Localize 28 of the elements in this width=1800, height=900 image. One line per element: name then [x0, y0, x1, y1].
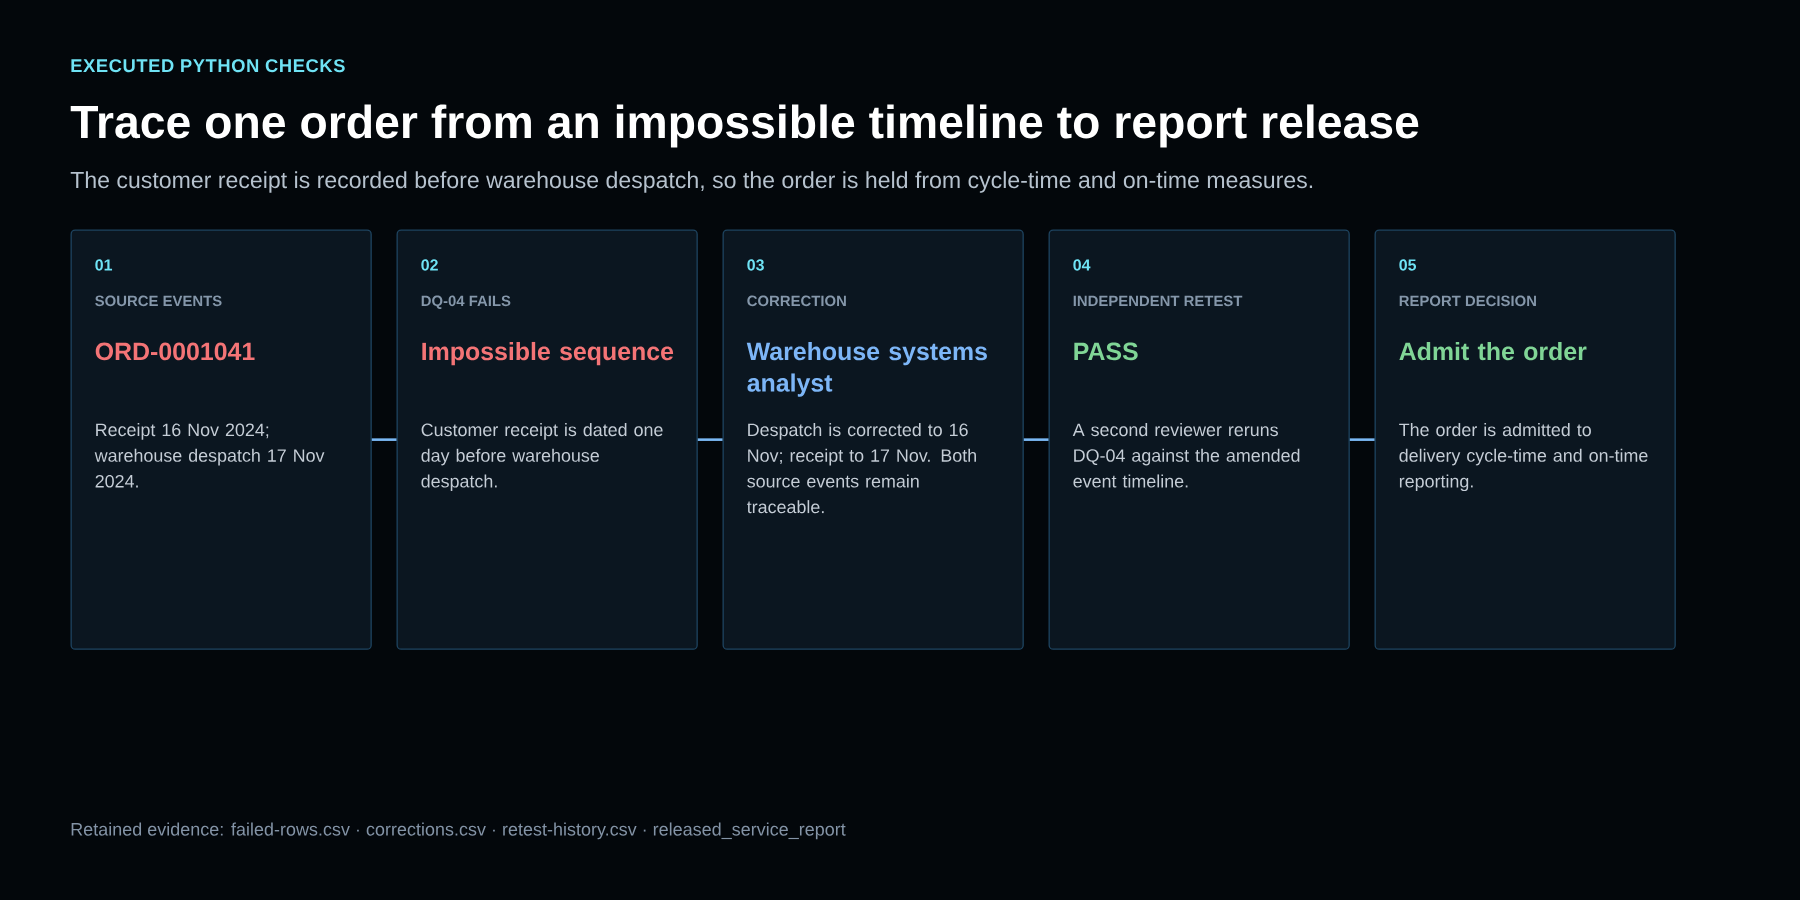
connector-line: [371, 438, 397, 441]
connector-line: [1023, 438, 1049, 441]
step-label: INDEPENDENT RETEST: [1073, 295, 1243, 307]
step-number: 01: [95, 259, 113, 271]
step-description: Receipt 16 Nov 2024; warehouse despatch 17 Nov 2024.: [94, 423, 325, 488]
eyebrow-label: EXECUTED PYTHON CHECKS: [71, 59, 345, 73]
step-number: 03: [747, 259, 764, 271]
step-heading: Warehouse systems analyst: [746, 341, 987, 397]
step-label: DQ-04 FAILS: [421, 295, 511, 309]
step-description: Customer receipt is dated one day before warehouse despatch.: [421, 423, 663, 492]
subtitle: The customer receipt is recorded before warehouse despatch, so the order is held from cycle-time and on-time measures.: [70, 171, 1313, 193]
footer-note: Retained evidence: failed-rows.csv · corrections.csv · retest-history.csv · released_service_report: [71, 822, 846, 840]
step-label: REPORT DECISION: [1399, 295, 1536, 307]
step-description: Despatch is corrected to 16 Nov; receipt to 17 Nov. Both source events remain traceable.: [746, 423, 976, 514]
connector-line: [1349, 438, 1375, 441]
connector-line: [697, 438, 723, 441]
step-heading: Admit the order: [1399, 341, 1587, 361]
title: Trace one order from an impossible timeline to report release: [70, 104, 1419, 148]
step-number: 05: [1399, 259, 1417, 271]
step-label: CORRECTION: [747, 295, 846, 307]
step-description: A second reviewer reruns DQ-04 against the amended event timeline.: [1072, 423, 1300, 488]
step-heading: Impossible sequence: [422, 341, 674, 366]
step-number: 04: [1073, 259, 1091, 271]
step-number: 02: [421, 259, 438, 271]
step-heading: PASS: [1074, 342, 1138, 361]
step-heading: ORD-0001041: [95, 342, 255, 361]
step-description: The order is admitted to delivery cycle-time and on-time reporting.: [1399, 423, 1648, 492]
step-label: SOURCE EVENTS: [95, 295, 222, 307]
